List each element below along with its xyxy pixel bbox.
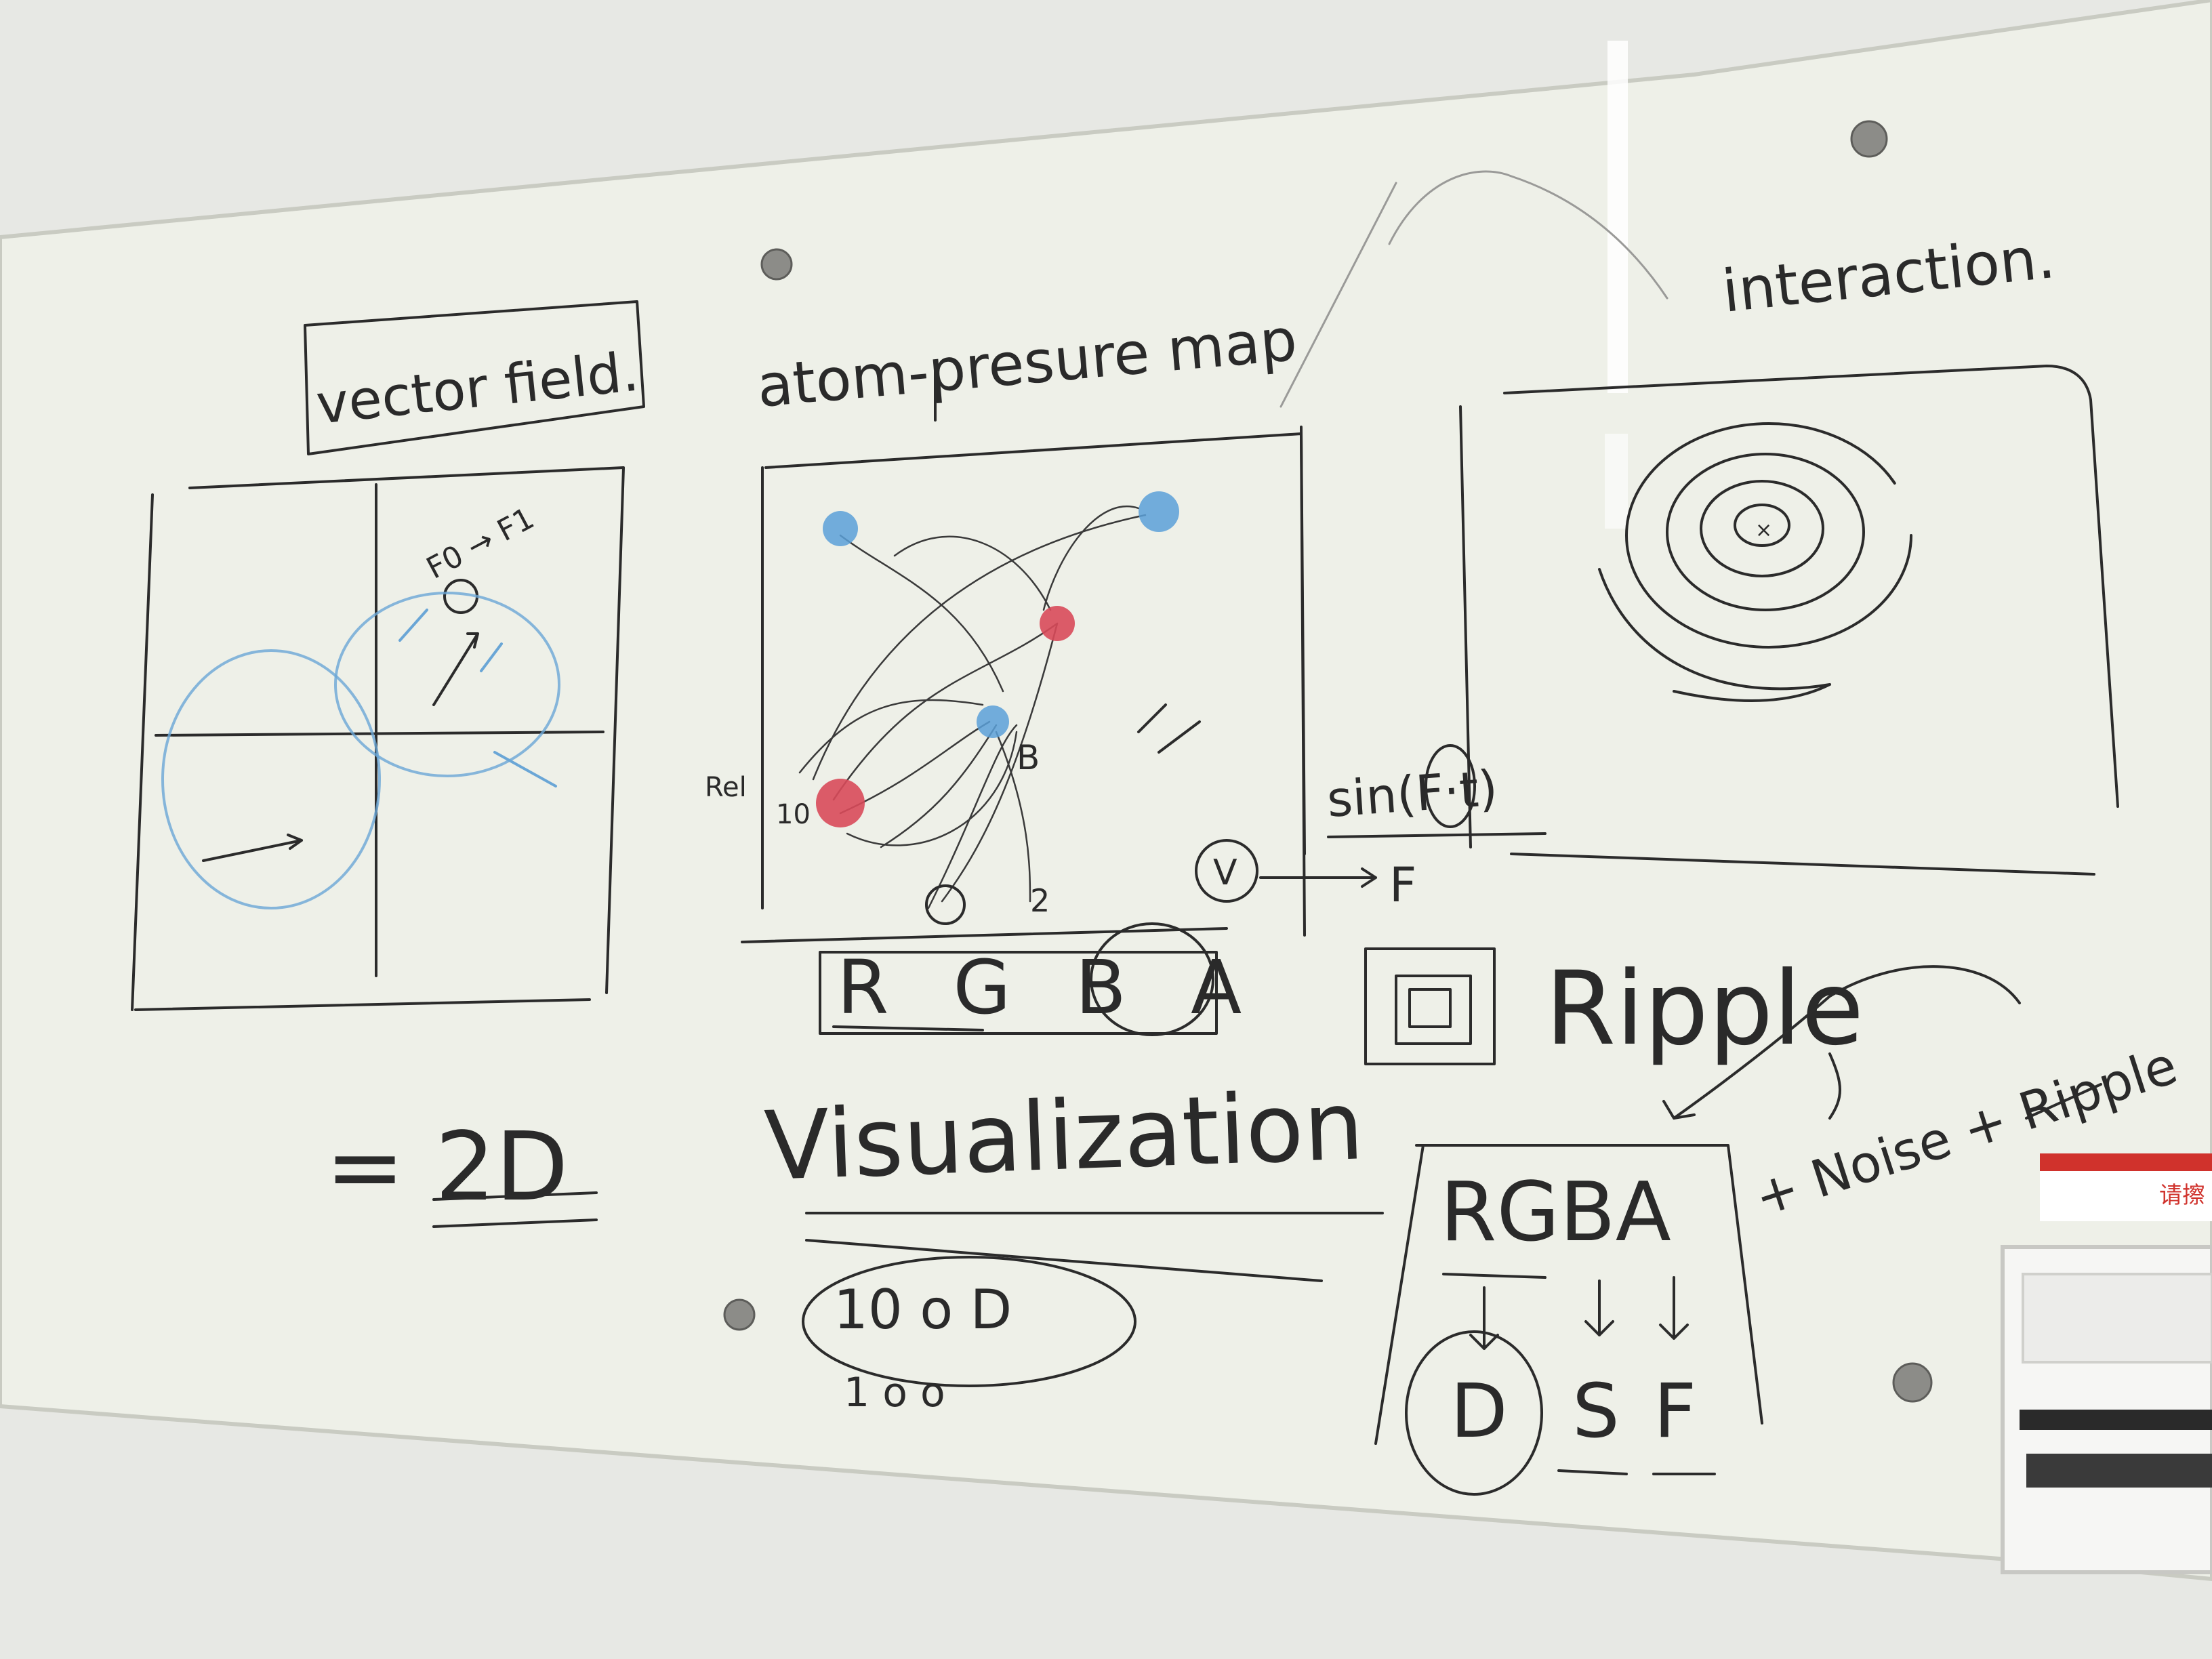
rgba-bottom-frame [1374,1144,1763,1445]
vector-field-axes [155,483,605,977]
f-vector-label: F [1389,857,1416,913]
2d-underline [432,1191,598,1228]
f-letter: F [1654,1368,1696,1454]
whiteboard [0,0,2212,1582]
a-circle [1090,922,1214,1036]
visualization-underline [805,1212,1384,1282]
marker-pen [2020,1410,2212,1430]
rgba-bottom-underline [1442,1273,1547,1279]
vector-field-frame [131,466,625,1011]
rgba-bottom-group: RGBA D S F [1374,1144,1763,1496]
v-arrow [1259,867,1377,888]
atom-frame [741,432,1306,943]
eraser-sign: 请擦 [2040,1153,2212,1221]
marker-tray [2001,1245,2212,1574]
field-lines [798,506,1147,909]
v-circle [1195,839,1258,903]
faint-link-lines [1279,170,1668,408]
ten-label: 10 [776,799,811,830]
down-arrows [1469,1276,1689,1350]
b-label: B [1017,738,1040,777]
blue-ellipse-left [161,649,381,909]
sf-underline [1557,1469,1716,1475]
blue-charge-top-left [823,511,858,546]
visualization-label: Visualization [762,1071,1365,1202]
sign-text: 请擦 [2159,1182,2205,1209]
screw-top-right [1850,120,1888,158]
rgba-underline [832,1025,984,1031]
d-letter: D [1450,1368,1508,1454]
red-charge-top [1040,606,1075,641]
ripple-square-center [1408,988,1452,1028]
screw-top-left [760,248,793,281]
noise-arrows [1828,1052,2102,1120]
vector-field-title-box [304,300,645,455]
v-letter: V [1213,853,1237,893]
binary-ellipse [802,1256,1136,1387]
rel-label: Rel [705,772,747,803]
red-charge-bottom [816,779,865,827]
interaction-frame [1300,365,2119,876]
sin-underline [1327,832,1547,838]
small-arrows [1137,703,1201,754]
two-label: 2 [1030,882,1050,919]
ripple-group: Ripple [1364,947,2021,1120]
screw-bottom-right [1892,1362,1933,1403]
blue-charge-top-right [1139,491,1179,532]
ripple-square-outer [1364,947,1496,1065]
light-reflection-lower [1605,434,1628,529]
eq-2d-label: = 2D [325,1112,569,1223]
eraser [2026,1454,2212,1488]
screw-bottom-left [723,1298,756,1331]
s-letter: S [1572,1368,1620,1454]
ripple-square-inner [1395,975,1472,1045]
d-circle [1405,1330,1543,1496]
binary-group: 10 o D 1 o o [802,1256,1136,1416]
vector-arrow-lower [202,834,303,862]
vector-arrow [432,632,479,706]
svg-text:×: × [1755,518,1772,542]
blue-arrows [398,609,557,787]
rgba-top-group: R G B A [819,922,1262,1036]
rgba-top-label: R G B A [837,944,1262,1031]
ripple-rings: × [1598,422,1912,702]
ripple-arrow [1662,965,2021,1120]
rgba-top-box [819,951,1218,1035]
light-reflection [1607,41,1628,393]
f-circle [1425,744,1476,828]
rgba-bottom-label: RGBA [1440,1166,1671,1260]
ripple-label: Ripple [1545,950,1864,1068]
ten-od-label: 10 o D [834,1278,1012,1341]
one-oo-label: 1 o o [844,1369,945,1416]
x-circle [925,884,966,925]
blue-ellipse-right [334,592,560,777]
blue-charge-center [977,705,1009,738]
